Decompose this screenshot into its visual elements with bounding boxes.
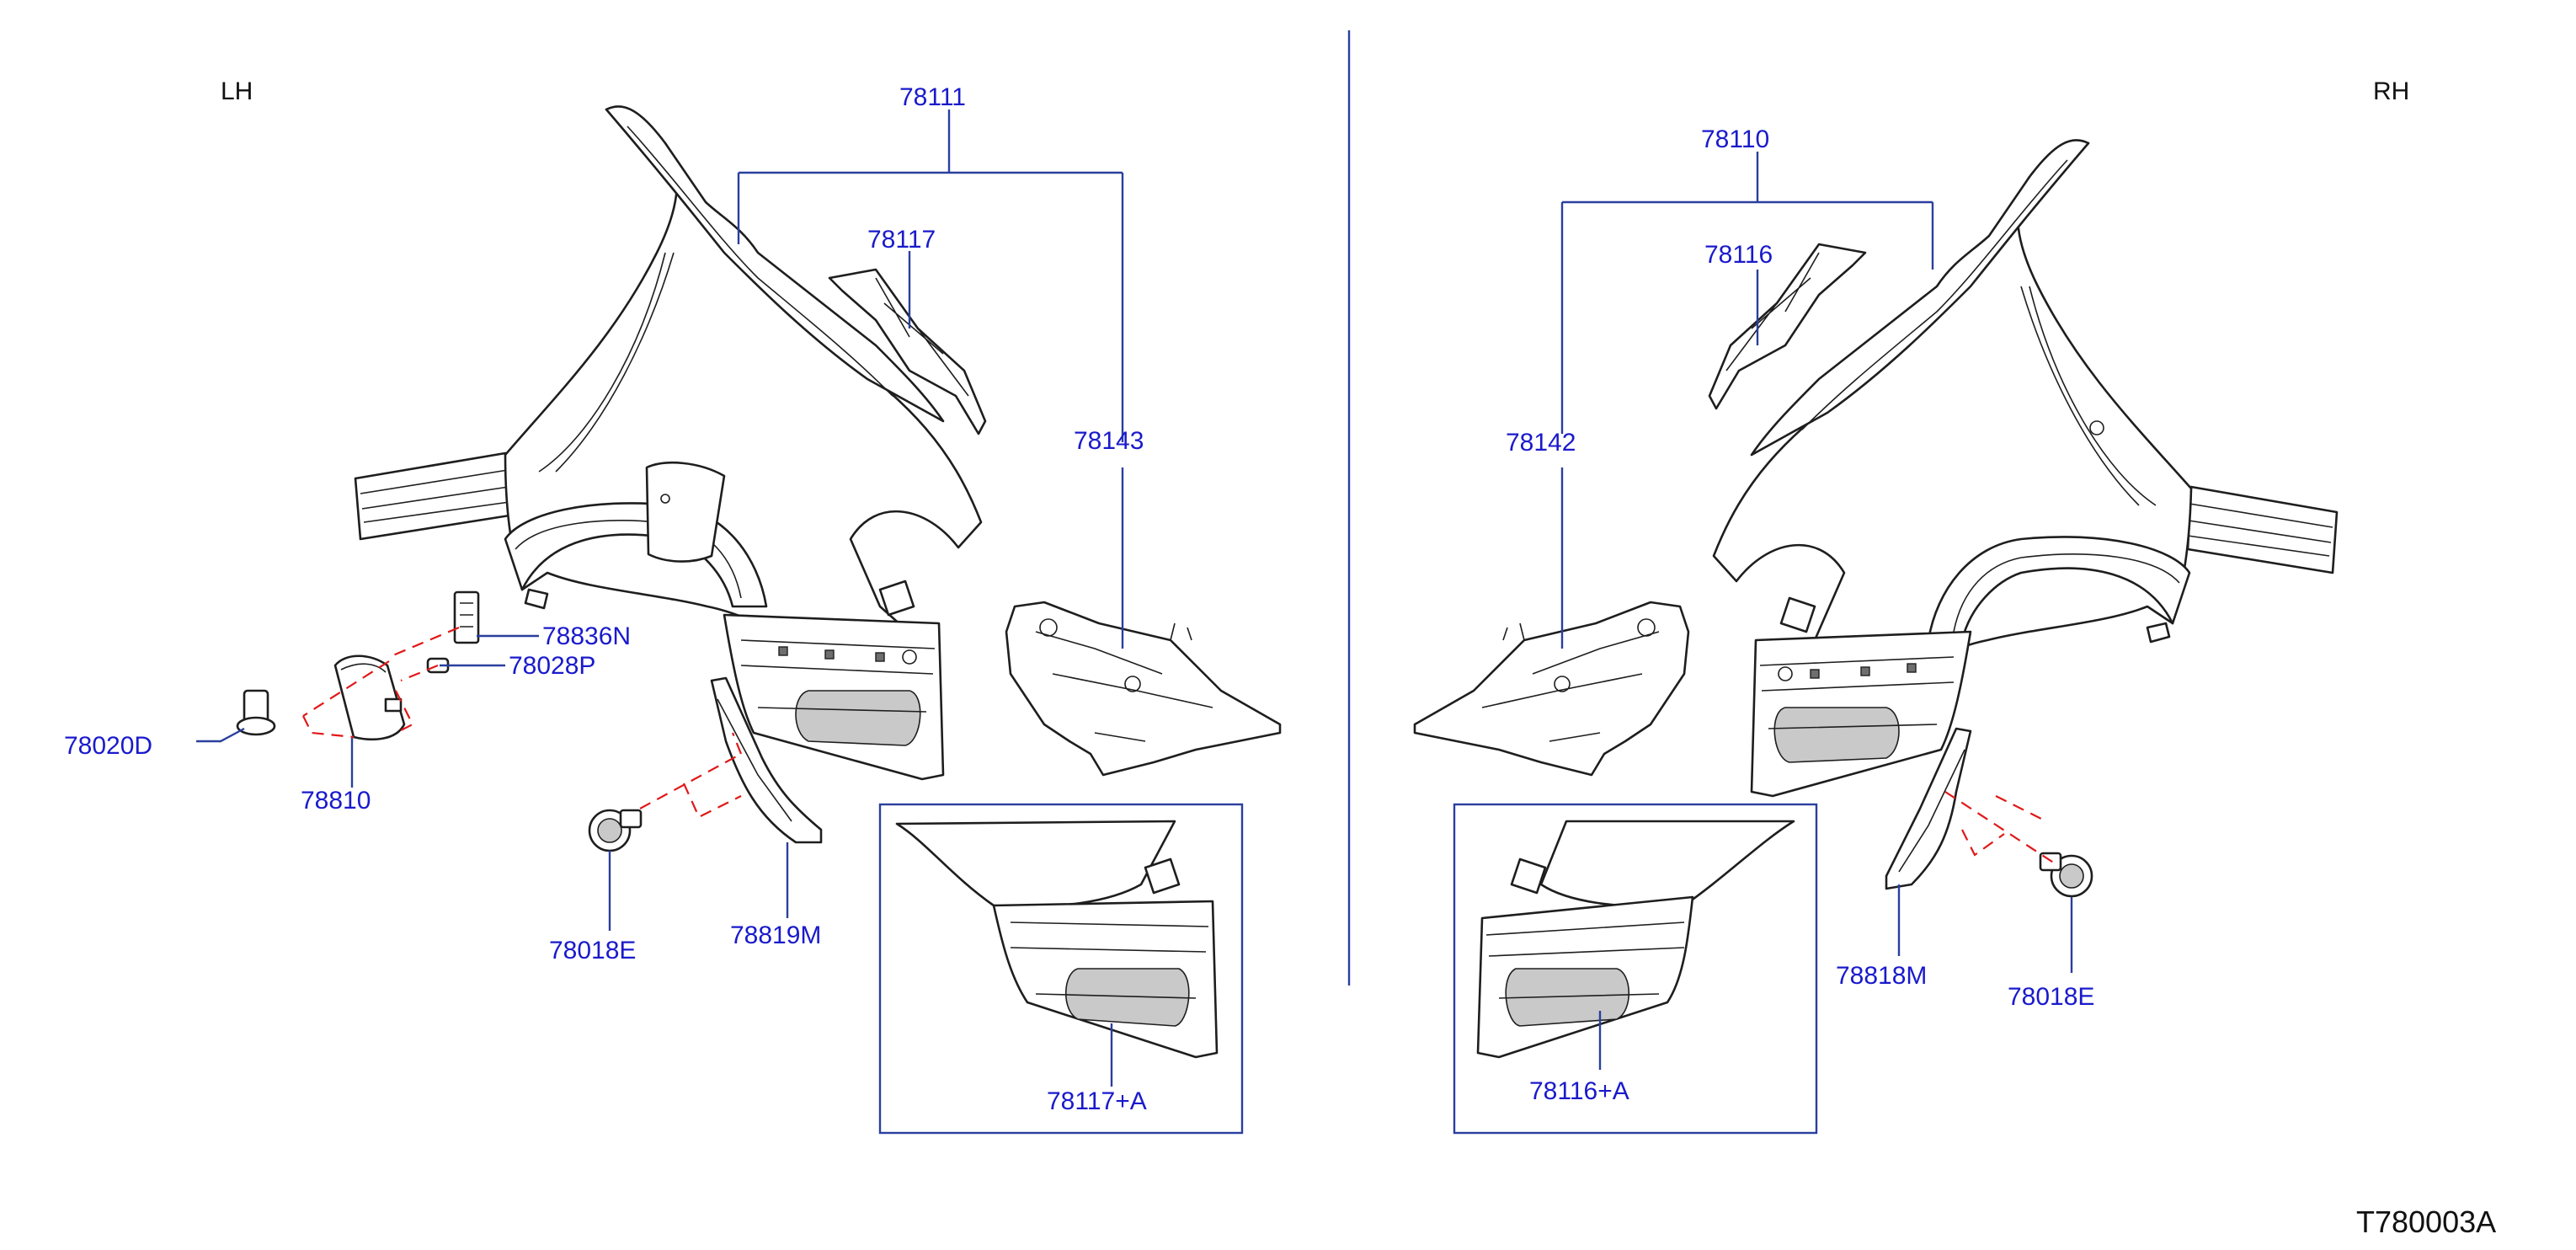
label-78018e-lh: 78018E	[549, 937, 636, 964]
lh-roof-rail-reinforcement	[828, 268, 987, 435]
side-label-lh: LH	[221, 77, 253, 105]
label-78116: 78116	[1704, 241, 1773, 269]
rh-inner-panel	[1413, 601, 1690, 777]
label-78810: 78810	[301, 787, 371, 815]
label-78028p: 78028P	[509, 652, 595, 680]
lh-clip-78836n	[453, 590, 480, 644]
label-78143: 78143	[1074, 427, 1144, 455]
rh-roof-rail-reinforcement	[1708, 243, 1867, 410]
label-78110: 78110	[1701, 126, 1769, 153]
label-78818m: 78818M	[1836, 962, 1927, 990]
label-78020d: 78020D	[64, 732, 152, 760]
lh-inner-panel	[1005, 601, 1282, 777]
diagram-reference-code: T780003A	[2356, 1205, 2496, 1239]
label-78018e-rh: 78018E	[2008, 983, 2094, 1011]
lh-clip-78018e	[588, 809, 643, 852]
rh-leader-lines	[1560, 152, 2073, 1070]
lh-inset-frame	[878, 803, 1244, 1135]
lh-rear-fender-panel	[354, 105, 983, 667]
lh-mudguard-78819m	[710, 676, 823, 844]
rh-inner-wheelhouse	[1750, 596, 1972, 798]
lh-inner-wheelhouse	[723, 580, 945, 781]
label-78819m: 78819M	[730, 921, 821, 949]
label-78142: 78142	[1506, 429, 1576, 457]
rh-rear-fender-panel	[1712, 139, 2339, 701]
rh-assembly-lines	[1944, 791, 2056, 864]
rh-inset-wheelhouse-detail	[1476, 820, 1795, 1059]
lh-leader-lines	[196, 110, 1124, 1087]
lh-screw-78020d	[236, 689, 276, 736]
label-78117-a: 78117+A	[1047, 1087, 1147, 1115]
lh-fuel-filler-door	[333, 654, 406, 741]
lh-inset-wheelhouse-detail	[895, 820, 1219, 1059]
side-label-rh: RH	[2373, 77, 2409, 105]
label-78836n: 78836N	[542, 622, 631, 650]
rh-inset-frame	[1453, 803, 1818, 1135]
lh-assembly-lines	[302, 626, 743, 819]
label-78111: 78111	[899, 83, 966, 111]
label-78117: 78117	[867, 226, 936, 254]
label-78116-a: 78116+A	[1529, 1077, 1629, 1105]
